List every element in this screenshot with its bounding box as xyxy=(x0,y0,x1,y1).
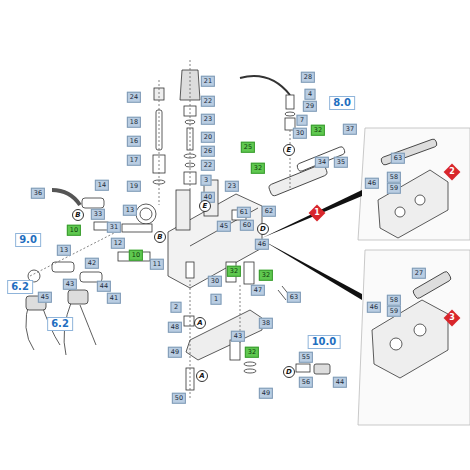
callout-number: 58 xyxy=(387,295,401,306)
callout-number: 18 xyxy=(127,117,141,128)
callout-number: 37 xyxy=(343,124,357,135)
callout-number: 42 xyxy=(85,258,99,269)
callout-number: 4 xyxy=(305,89,316,100)
callout-number: 7 xyxy=(297,115,308,126)
callout-number: 61 xyxy=(237,207,251,218)
callout-number: 44 xyxy=(333,377,347,388)
callout-number: 55 xyxy=(299,352,313,363)
connection-letter: A xyxy=(196,370,208,382)
callout-number-green: 10 xyxy=(129,250,143,261)
callout-number: 60 xyxy=(240,220,254,231)
callout-number: 44 xyxy=(97,281,111,292)
callout-number: 63 xyxy=(391,153,405,164)
assembly-marker: 3 xyxy=(445,311,459,325)
callout-number: 38 xyxy=(259,318,273,329)
callout-number-green: 10 xyxy=(67,225,81,236)
callout-number: 43 xyxy=(231,331,245,342)
callout-number: 16 xyxy=(127,136,141,147)
callout-number-green: 25 xyxy=(241,142,255,153)
callout-number: 30 xyxy=(208,276,222,287)
callout-number: 28 xyxy=(301,72,315,83)
section-reference: 10.0 xyxy=(308,335,341,349)
section-reference: 6.2 xyxy=(7,280,33,294)
callout-number-green: 32 xyxy=(311,125,325,136)
connection-letter: B xyxy=(72,209,84,221)
callout-number: 24 xyxy=(127,92,141,103)
assembly-marker: 2 xyxy=(445,165,459,179)
callout-number-green: 32 xyxy=(245,347,259,358)
callout-number: 23 xyxy=(225,181,239,192)
connection-letter: E xyxy=(199,200,211,212)
callout-number: 49 xyxy=(259,388,273,399)
callout-number: 27 xyxy=(412,268,426,279)
callout-number: 56 xyxy=(299,377,313,388)
callout-number: 34 xyxy=(315,157,329,168)
callout-number: 58 xyxy=(387,172,401,183)
callout-number: 26 xyxy=(201,146,215,157)
callout-number: 31 xyxy=(107,222,121,233)
callout-number: 41 xyxy=(107,293,121,304)
callout-number: 62 xyxy=(262,206,276,217)
assembly-marker: 1 xyxy=(310,206,324,220)
section-reference: 8.0 xyxy=(329,96,355,110)
callout-number: 45 xyxy=(217,221,231,232)
callout-number: 12 xyxy=(111,238,125,249)
connection-letter: D xyxy=(257,223,269,235)
callout-number: 2 xyxy=(171,302,182,313)
callout-number: 23 xyxy=(201,114,215,125)
callout-number: 13 xyxy=(57,245,71,256)
connection-letter: B xyxy=(154,231,166,243)
callout-number: 3 xyxy=(201,175,212,186)
callout-number: 35 xyxy=(334,157,348,168)
callout-number: 13 xyxy=(123,205,137,216)
callout-number: 22 xyxy=(201,96,215,107)
callout-number: 20 xyxy=(201,132,215,143)
callout-number: 59 xyxy=(387,183,401,194)
callout-number: 63 xyxy=(287,292,301,303)
callout-number: 50 xyxy=(172,393,186,404)
callout-number: 59 xyxy=(387,306,401,317)
callout-number: 30 xyxy=(293,128,307,139)
callout-number: 21 xyxy=(201,76,215,87)
callout-number: 45 xyxy=(38,292,52,303)
callout-number: 22 xyxy=(201,160,215,171)
section-reference: 9.0 xyxy=(15,233,41,247)
callout-number: 46 xyxy=(365,178,379,189)
callout-number: 46 xyxy=(255,239,269,250)
callout-number-green: 32 xyxy=(259,270,273,281)
connection-letter: A xyxy=(194,317,206,329)
callout-number: 43 xyxy=(63,279,77,290)
callout-number: 48 xyxy=(168,322,182,333)
callout-number: 11 xyxy=(150,259,164,270)
connection-letter: E xyxy=(283,144,295,156)
callout-number: 47 xyxy=(251,285,265,296)
callout-number: 33 xyxy=(91,209,105,220)
callout-number: 36 xyxy=(31,188,45,199)
callout-number-green: 32 xyxy=(227,266,241,277)
section-reference: 6.2 xyxy=(47,317,73,331)
callout-number: 1 xyxy=(211,294,222,305)
callout-number: 14 xyxy=(95,180,109,191)
callout-number: 46 xyxy=(367,302,381,313)
callout-number: 49 xyxy=(168,347,182,358)
callout-number: 29 xyxy=(303,101,317,112)
callout-number: 19 xyxy=(127,181,141,192)
connection-letter: D xyxy=(283,366,295,378)
callout-number-green: 32 xyxy=(251,163,265,174)
callout-number: 17 xyxy=(127,155,141,166)
